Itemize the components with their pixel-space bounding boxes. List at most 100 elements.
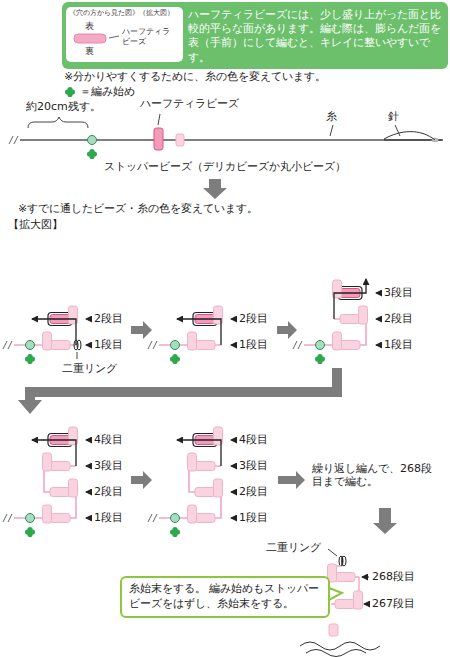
- leader-line: [158, 114, 160, 125]
- row-pointer: [231, 440, 236, 441]
- stopper-bead: [88, 136, 97, 145]
- row-pointer: [231, 492, 236, 493]
- half-tila-bead: [329, 624, 338, 636]
- note-panel: ハーフティラビーズには、少し盛り上がった面と比較的平らな面があります。編む際は、…: [62, 2, 448, 69]
- leader-line: [328, 549, 337, 556]
- label-text: 1段目: [94, 338, 123, 351]
- label-text: 【拡大図】: [8, 218, 63, 231]
- half-tila-bead: [335, 600, 355, 609]
- half-tila-bead: [43, 332, 52, 350]
- row-pointer: [86, 492, 91, 493]
- label-text: 二重リング: [266, 541, 321, 554]
- half-tila-bead: [50, 462, 70, 471]
- start-mark: [170, 356, 175, 361]
- stopper-bead: [26, 341, 35, 350]
- stopper-bead: [316, 341, 325, 350]
- label-text: ※すでに通したビーズ・糸の色を変えています。: [18, 202, 258, 215]
- label-text: 針: [388, 110, 399, 123]
- step-arrow: [373, 508, 397, 534]
- row-pointer: [86, 319, 91, 320]
- label-text: 3段目: [384, 286, 413, 299]
- label-text: 268段目: [372, 570, 415, 583]
- half-tila-bead: [340, 315, 360, 324]
- start-mark: [92, 151, 97, 156]
- half-tila-bead: [69, 479, 78, 497]
- half-tila-bead: [154, 128, 163, 150]
- half-tila-bead: [359, 306, 368, 324]
- stopper-bead: [26, 514, 35, 523]
- thread: [384, 132, 435, 140]
- start-mark: [315, 356, 320, 361]
- row-pointer: [86, 345, 91, 346]
- start-mark: [175, 529, 180, 534]
- half-tila-bead: [354, 591, 363, 609]
- stopper-bead: [171, 341, 180, 350]
- half-tila-bead: [333, 332, 342, 350]
- break-mark: [9, 136, 18, 144]
- label-text: 2段目: [239, 485, 268, 498]
- break-mark: [148, 341, 157, 349]
- label-text: ハーフティラビーズ: [140, 97, 239, 110]
- row-pointer: [376, 345, 381, 346]
- break-mark: [148, 514, 157, 522]
- dimension-brace: [28, 117, 88, 128]
- row-pointer: [86, 518, 91, 519]
- half-tila-bead: [74, 34, 106, 43]
- label-text: 約20cm残す。: [26, 100, 101, 113]
- step-arrow: [131, 471, 152, 489]
- current-thread: [32, 319, 76, 345]
- row-pointer: [231, 518, 236, 519]
- view-box: 《穴の方から見た図》（拡大図）表ハーフティラビーズ裏: [66, 7, 183, 62]
- start-mark: [30, 529, 35, 534]
- label-text: 1段目: [239, 511, 268, 524]
- break-mark: [293, 341, 302, 349]
- label-text: 4段目: [94, 433, 123, 446]
- row-pointer: [364, 604, 369, 605]
- row-pointer: [376, 293, 381, 294]
- callout-text: 糸始末をする。 編み始めもストッパービーズをはずし、糸始末をする。: [129, 582, 321, 612]
- double-ring: [342, 556, 346, 566]
- row-pointer: [362, 577, 369, 578]
- start-mark: [170, 529, 175, 534]
- half-tila-bead: [214, 479, 223, 497]
- start-mark: [70, 89, 75, 94]
- label-text: 二重リング: [62, 362, 117, 375]
- half-tila-bead: [195, 462, 215, 471]
- half-tila-bead: [43, 505, 52, 523]
- label-text: 繰り返し編んで、268段目まで編む。: [312, 462, 440, 488]
- step-arrow: [277, 321, 297, 339]
- start-mark: [25, 529, 30, 534]
- start-mark: [30, 356, 35, 361]
- start-mark: [175, 356, 180, 361]
- label-text: 3段目: [94, 459, 123, 472]
- label-text: 2段目: [94, 485, 123, 498]
- half-tila-bead: [43, 453, 52, 471]
- row-pointer: [231, 345, 236, 346]
- half-tila-bead: [195, 341, 215, 350]
- half-tila-bead: [188, 453, 197, 471]
- break-mark: [3, 341, 12, 349]
- step-arrow: [278, 471, 305, 489]
- step-arrow: [18, 400, 42, 414]
- current-thread: [32, 440, 76, 466]
- row-pointer: [231, 466, 236, 467]
- double-ring: [77, 340, 81, 350]
- half-tila-bead: [50, 514, 70, 523]
- label-text: 1段目: [94, 511, 123, 524]
- bead-label: ハーフティラビーズ: [122, 27, 170, 46]
- label-text: 1段目: [384, 338, 413, 351]
- label-text: ストッパービーズ（デリカビーズか丸小ビーズ）: [104, 160, 346, 173]
- view-heading: 《穴の方から見た図》（拡大図）: [69, 9, 174, 18]
- step-arrow: [203, 179, 227, 199]
- label-text: 1段目: [239, 338, 268, 351]
- label-text: 2段目: [94, 312, 123, 325]
- half-tila-bead: [188, 332, 197, 350]
- leader-line: [109, 36, 119, 38]
- label-text: ※分かりやすくするために、糸の色を変えています。: [64, 70, 326, 83]
- label-text: 3段目: [239, 459, 268, 472]
- label-text: 267段目: [372, 597, 415, 610]
- row-pointer: [86, 440, 91, 441]
- half-tila-bead: [195, 488, 215, 497]
- leader-line: [330, 125, 333, 136]
